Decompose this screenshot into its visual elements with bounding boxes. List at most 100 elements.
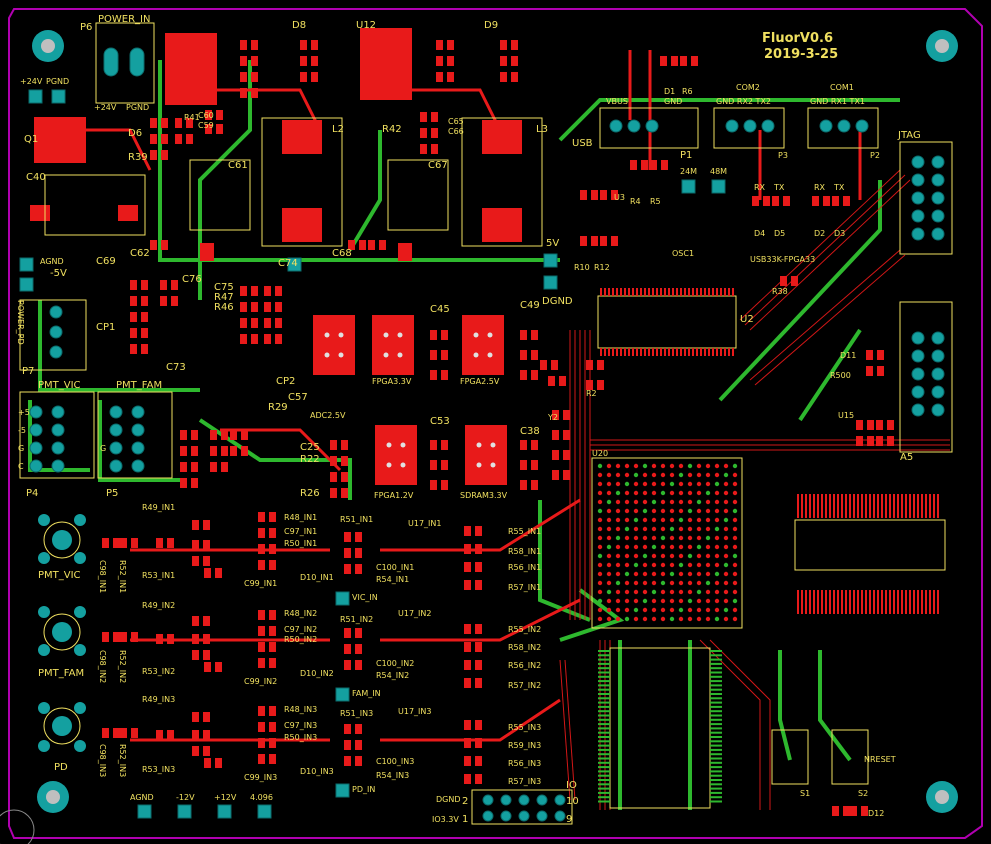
label-m12v: -12V [176,793,195,802]
label-r54-in2: R54_IN2 [376,671,409,680]
label-c98-in1: C98_IN1 [98,560,107,593]
fpga-bga [591,457,743,629]
label-c69: C69 [96,256,116,267]
label-pmt-vic-conn: PMT_VIC [38,570,81,581]
label-cp2: CP2 [276,376,295,387]
label-c59: C59 [198,121,214,130]
label-c76: C76 [182,274,202,285]
label-r59-in3: R59_IN3 [508,741,541,750]
label-c65: C65 [448,117,464,126]
label-u17-in2: U17_IN2 [398,609,431,618]
label-plus5: +5 [18,408,30,417]
label-c25: C25 [300,442,320,453]
label-pmt-fam: PMT_FAM [116,380,162,391]
label-d8: D8 [292,20,306,31]
label-c75: C75 [214,282,234,293]
label-l3: L3 [536,124,548,135]
label-cp1: CP1 [96,322,115,333]
label-r52-in3: R52_IN3 [118,744,127,777]
label-jtag: JTAG [897,130,921,141]
label-com2: COM2 [736,83,760,92]
board-title: FluorV0.6 [762,31,833,46]
ldo-modules [313,315,507,485]
label-d10-in3: D10_IN3 [300,767,334,776]
label-u3: U3 [614,193,625,202]
label-c73: C73 [166,362,186,373]
coax-connectors [38,514,86,752]
label-fpga12: FPGA1.2V [374,491,414,500]
label-r41: R41 [184,113,200,122]
label-c61: C61 [228,160,248,171]
label-d12: D12 [868,809,884,818]
label-u17-in3: U17_IN3 [398,707,431,716]
label-rx-1: RX [754,183,766,192]
label-a5: A5 [900,452,913,463]
label-c98-in2: C98_IN2 [98,650,107,683]
label-minus5v: -5V [50,268,67,279]
label-p3: P3 [778,151,788,160]
sdram-chips [598,494,946,809]
label-g2: G [100,444,106,453]
label-d5: D5 [774,229,785,238]
label-r51-in1: R51_IN1 [340,515,373,524]
label-g1: G [18,444,24,453]
label-com2-pins: GND RX2 TX2 [716,97,771,106]
label-r50-in1: R50_IN1 [284,539,317,548]
label-pin-10: 10 [566,796,579,807]
label-fam-in: FAM_IN [352,689,381,698]
label-agnd: AGND [40,257,64,266]
label-r55-in1: R55_IN1 [508,527,541,536]
label-fpga25: FPGA2.5V [460,377,500,386]
label-r5: R5 [650,197,661,206]
label-5v: 5V [546,238,559,249]
label-com1: COM1 [830,83,854,92]
label-r10: R10 [574,263,590,272]
label-dgnd: DGND [542,296,573,307]
label-r48-in1: R48_IN1 [284,513,317,522]
label-vbus: VBUS [606,97,628,106]
label-u2: U2 [740,314,754,325]
label-r47: R47 [214,292,234,303]
label-r51-in2: R51_IN2 [340,615,373,624]
label-r54-in3: R54_IN3 [376,771,409,780]
label-r52-in2: R52_IN2 [118,650,127,683]
label-c38: C38 [520,426,540,437]
top-layer-traces [60,50,862,742]
board-date: 2019-3-25 [764,47,838,62]
label-4096: 4.096 [250,793,273,802]
label-u12: U12 [356,20,376,31]
label-c99-in1: C99_IN1 [244,579,277,588]
label-r56-in3: R56_IN3 [508,759,541,768]
label-p12v: +12V [214,793,237,802]
label-r48-in3: R48_IN3 [284,705,317,714]
label-24v: +24V [20,77,43,86]
label-pgnd: PGND [46,77,69,86]
label-d10-in1: D10_IN1 [300,573,334,582]
label-p6: P6 [80,22,92,33]
label-r48-in2: R48_IN2 [284,609,317,618]
label-pgnd-b: PGND [126,103,149,112]
label-24m: 24M [680,167,697,176]
usb-controller-qfp [597,288,737,356]
label-r29: R29 [268,402,288,413]
label-d1: D1 [664,87,675,96]
label-r38: R38 [772,287,788,296]
label-sdram33: SDRAM3.3V [460,491,508,500]
label-c99-in3: C99_IN3 [244,773,277,782]
label-c97-in3: C97_IN3 [284,721,317,730]
label-c100-in2: C100_IN2 [376,659,414,668]
smd-components [102,40,894,816]
label-r57-in2: R57_IN2 [508,681,541,690]
label-u20: U20 [592,449,608,458]
label-r46: R46 [214,302,234,313]
label-r4: R4 [630,197,641,206]
label-c68: C68 [332,248,352,259]
label-r50-in2: R50_IN2 [284,635,317,644]
label-r53-in1: R53_IN1 [142,571,175,580]
label-usb3: USB33K-FPGA33 [750,255,815,264]
label-r2: R2 [586,389,597,398]
label-c1: C [18,462,24,471]
connector-outlines [19,22,953,825]
label-adc25: ADC2.5V [310,411,346,420]
